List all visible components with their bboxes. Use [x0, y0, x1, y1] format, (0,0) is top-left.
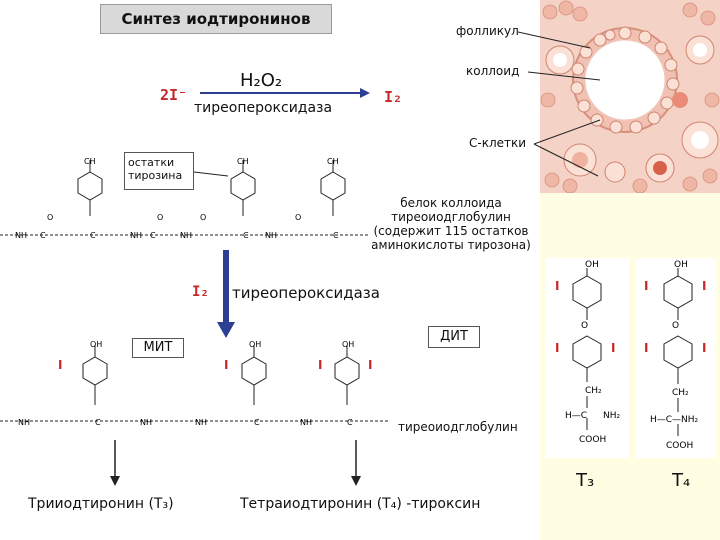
iodinated-peptide-chain: OH OH OH NH NH NH NH C C C I I I I — [0, 340, 390, 427]
colloid-protein-line: тиреоиодглобулин — [391, 210, 511, 224]
iodine-atom: I — [58, 358, 62, 372]
atom-label: O — [295, 213, 301, 222]
ch2-label: CH₂ — [672, 388, 689, 398]
t4-structure: OH O CH₂ H—C—NH₂ COOH I I I I — [636, 258, 716, 458]
iodine-atom: I — [702, 279, 706, 293]
atom-label: O — [47, 213, 53, 222]
tyrosine-peptide-chain: CH CH CH O O O O NH NH NH NH C C C C C — [0, 157, 370, 240]
colloid-protein-line: (содержит 115 остатков — [373, 224, 529, 238]
atom-label: O — [200, 213, 206, 222]
atom-label: C — [95, 418, 101, 427]
o-label: O — [581, 321, 588, 331]
reaction1-arrow — [200, 88, 370, 98]
atom-label: OH — [90, 340, 102, 349]
atom-label: NH — [130, 231, 142, 240]
thyroid-histology-image — [540, 0, 720, 193]
cooh-label: COOH — [666, 441, 693, 451]
iodine-atom: I — [611, 341, 615, 355]
page-title: Синтез иодтиронинов — [100, 4, 332, 34]
iodine-atom: I — [224, 358, 228, 372]
cooh-label: COOH — [579, 435, 606, 445]
iodine-atom: I — [555, 341, 559, 355]
oh-label: OH — [585, 260, 599, 270]
atom-label: C — [40, 231, 46, 240]
colloid-protein-text: белок коллоида тиреоиодглобулин (содержи… — [360, 196, 542, 252]
t3-label: T₃ — [576, 470, 595, 491]
iodine-atom: I — [318, 358, 322, 372]
atom-label: C — [90, 231, 96, 240]
reaction2-arrow — [217, 250, 235, 338]
atom-label: OH — [342, 340, 354, 349]
hc-nh2-label: H—C—NH₂ — [650, 415, 699, 425]
iodide-reactant: 2I⁻ — [160, 86, 188, 104]
enzyme-label-1: тиреопероксидаза — [194, 100, 333, 116]
c-cells-label: С-клетки — [469, 136, 527, 150]
t3-product-label: Трииодтиронин (Т₃) — [28, 496, 174, 512]
atom-label: C — [150, 231, 156, 240]
atom-label: CH — [327, 157, 339, 166]
atom-label: CH — [84, 157, 96, 166]
colloid-protein-line: аминокислоты тирозона) — [371, 238, 531, 252]
follicle-label: фолликул — [456, 24, 519, 38]
atom-label: C — [243, 231, 249, 240]
ch2-label: CH₂ — [585, 386, 602, 396]
colloid-protein-line: белок коллоида — [400, 196, 502, 210]
atom-label: NH — [140, 418, 152, 427]
atom-label: NH — [300, 418, 312, 427]
atom-label: C — [347, 418, 353, 427]
atom-label: C — [254, 418, 260, 427]
iodine-atom: I — [555, 279, 559, 293]
iodine-atom: I — [644, 279, 648, 293]
atom-label: C — [333, 231, 339, 240]
t4-label: T₄ — [672, 470, 691, 491]
t4-product-label: Тетраиодтиронин (Т₄) -тироксин — [240, 496, 481, 512]
dit-label: ДИТ — [428, 326, 480, 348]
atom-label: NH — [15, 231, 27, 240]
atom-label: CH — [237, 157, 249, 166]
hc-label: H—C — [565, 411, 587, 421]
iodine-atom: I — [644, 341, 648, 355]
h2o2-label: H₂O₂ — [240, 70, 283, 91]
atom-label: NH — [265, 231, 277, 240]
atom-label: O — [157, 213, 163, 222]
colloid-label: коллоид — [466, 64, 520, 78]
thyroglobulin-label: тиреоиодглобулин — [398, 420, 518, 434]
atom-label: NH — [180, 231, 192, 240]
enzyme-label-2: тиреопероксидаза — [232, 284, 380, 302]
tyrosine-residues-label: остатки тирозина — [124, 152, 194, 190]
iodine-product: I₂ — [384, 88, 403, 106]
o-label: O — [672, 321, 679, 331]
iodine-atom: I — [368, 358, 372, 372]
atom-label: NH — [195, 418, 207, 427]
oh-label: OH — [674, 260, 688, 270]
iodine-reagent: I₂ — [192, 284, 209, 300]
atom-label: OH — [249, 340, 261, 349]
iodine-atom: I — [702, 341, 706, 355]
mit-label: МИТ — [132, 338, 184, 358]
t3-structure: OH O CH₂ H—C NH₂ COOH I I I — [545, 258, 629, 458]
atom-label: NH — [18, 418, 30, 427]
nh2-label: NH₂ — [603, 411, 621, 421]
